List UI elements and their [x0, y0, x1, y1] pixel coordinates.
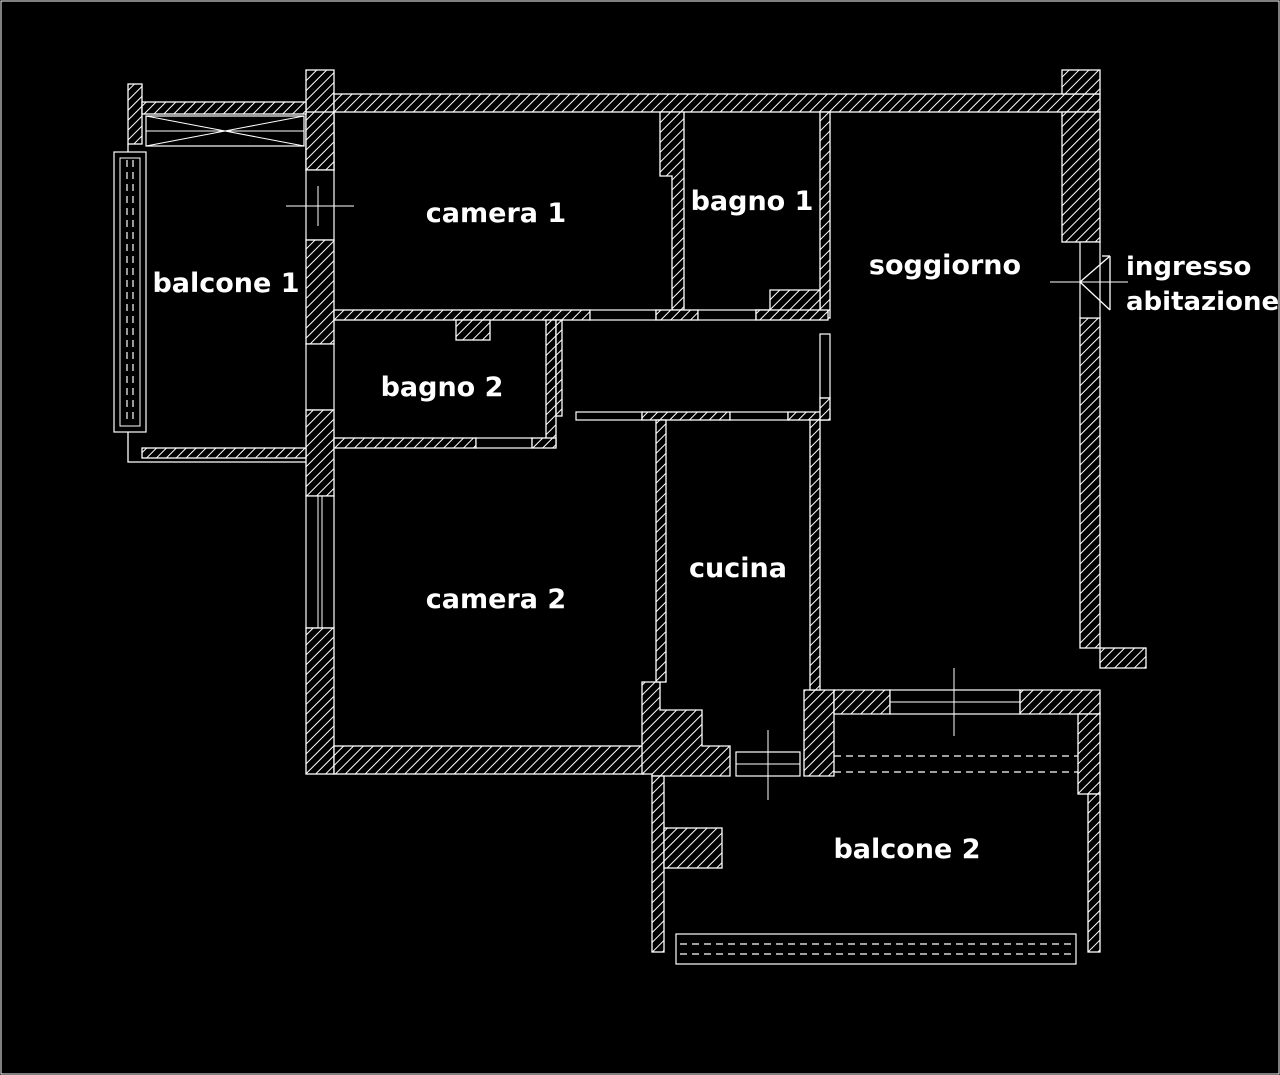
- room-label-cucina: cucina: [689, 553, 787, 584]
- left-wall: [286, 111, 354, 775]
- balcony-2: [651, 713, 1101, 965]
- room-label-camera-1: camera 1: [426, 198, 566, 229]
- room-label-bagno-2: bagno 2: [381, 372, 504, 403]
- interior-walls: [333, 111, 831, 691]
- balcony-1: [113, 83, 307, 463]
- bottom-wall: [333, 668, 1101, 800]
- entrance-door: [1050, 241, 1128, 319]
- room-label-balcone-1: balcone 1: [152, 268, 299, 299]
- room-label-camera-2: camera 2: [426, 584, 566, 615]
- room-label-bagno-1: bagno 1: [691, 186, 814, 217]
- entrance-label-line-1: ingresso: [1126, 252, 1251, 282]
- room-label-balcone-2: balcone 2: [833, 834, 980, 865]
- right-wall: [1061, 111, 1147, 669]
- top-wall: [305, 69, 1101, 171]
- entrance-label-line-2: abitazione: [1126, 287, 1279, 317]
- room-label-soggiorno: soggiorno: [869, 250, 1021, 281]
